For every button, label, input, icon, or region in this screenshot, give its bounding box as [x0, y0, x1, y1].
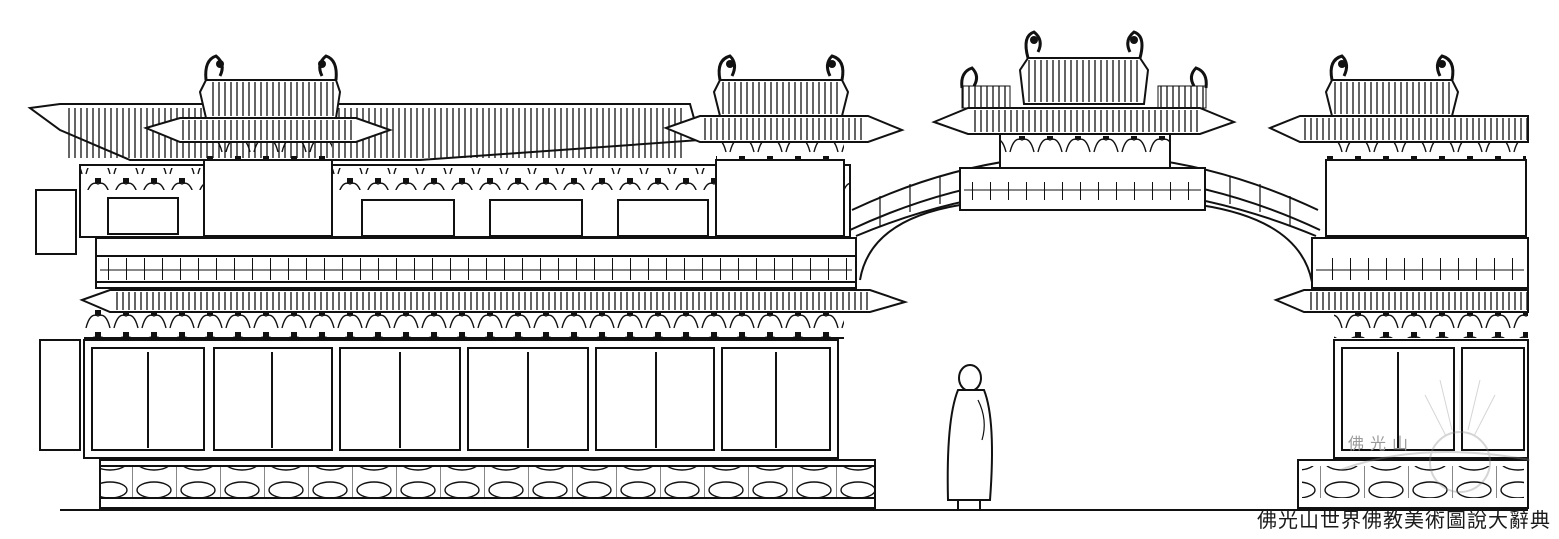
left-hall-corner-tower	[663, 54, 905, 237]
watermark-caption: 佛光山世界佛教美術圖說大辭典	[1257, 508, 1551, 532]
watermark-seal-text: 佛光山	[1348, 434, 1415, 453]
central-pavilion	[931, 30, 1237, 211]
left-hall	[27, 54, 909, 509]
watermark-seal-logo	[1339, 370, 1531, 493]
monk-figure	[946, 364, 993, 510]
left-ground-floor	[39, 339, 839, 459]
right-hall	[1267, 54, 1529, 509]
left-podium	[99, 459, 876, 509]
left-balcony	[95, 237, 857, 289]
left-tower	[142, 54, 394, 237]
left-lower-eave	[79, 289, 909, 339]
